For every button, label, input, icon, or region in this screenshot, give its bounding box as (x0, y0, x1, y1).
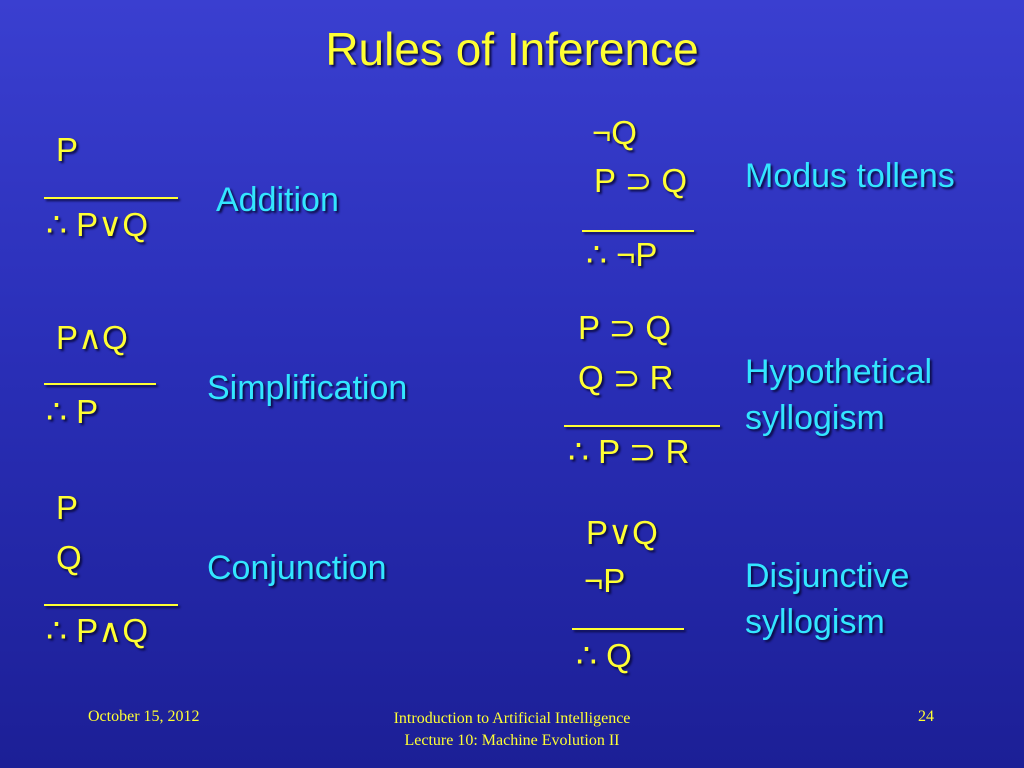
conclusion-line: ∴ P ⊃ R (568, 433, 690, 470)
premise-line: Q ⊃ R (578, 359, 674, 396)
rule-name-hypothetical-syllogism: Hypothetical syllogism (745, 353, 933, 437)
premise-line: P (56, 131, 79, 168)
footer-date: October 15, 2012 (88, 708, 200, 725)
premise-line: P (56, 489, 79, 526)
slide-title: Rules of Inference (325, 23, 699, 75)
conclusion-line: ∴ ¬P (586, 236, 658, 273)
premise-line: Q (56, 539, 82, 576)
premise-line: P∧Q (56, 319, 128, 356)
inference-bar (44, 604, 178, 606)
conclusion-line: ∴ P∨Q (46, 206, 148, 243)
inference-bar (44, 383, 156, 385)
premise-line: ¬P (584, 562, 626, 599)
inference-bar (564, 425, 720, 427)
footer-course: Introduction to Artificial Intelligence … (312, 708, 712, 753)
footer-page-number: 24 (918, 708, 934, 725)
rule-name-modus-tollens: Modus tollens (745, 157, 955, 195)
inference-bar (44, 197, 178, 199)
premise-line: P∨Q (586, 514, 658, 551)
inference-bar (572, 628, 684, 630)
rule-name-simplification: Simplification (207, 369, 408, 407)
conclusion-line: ∴ Q (576, 637, 632, 674)
footer-lecture-title: Lecture 10: Machine Evolution II (404, 732, 620, 750)
premise-line: P ⊃ Q (578, 309, 672, 346)
conclusion-line: ∴ P∧Q (46, 612, 148, 649)
rule-name-conjunction: Conjunction (207, 549, 387, 587)
premise-line: ¬Q (592, 114, 637, 151)
rule-name-addition: Addition (216, 181, 339, 219)
rule-name-disjunctive-syllogism: Disjunctive syllogism (745, 557, 910, 641)
premise-line: P ⊃ Q (594, 162, 688, 199)
conclusion-line: ∴ P (46, 393, 99, 430)
inference-bar (582, 230, 694, 232)
footer-course-title: Introduction to Artificial Intelligence (393, 710, 631, 727)
